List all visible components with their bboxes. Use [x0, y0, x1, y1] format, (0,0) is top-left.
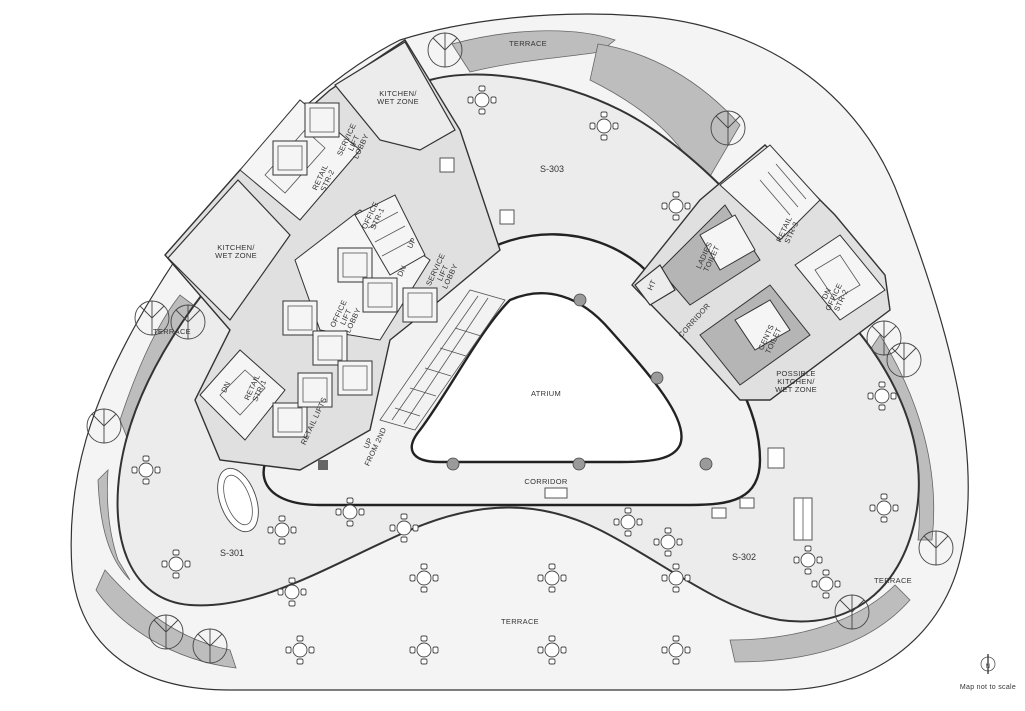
- label-kitchen-right-3: WET ZONE: [775, 385, 817, 394]
- office-str2-stair: [794, 234, 886, 321]
- corridor-bench: [544, 487, 568, 499]
- label-kitchen-left-1: KITCHEN/: [217, 243, 255, 252]
- label-corridor-bottom: CORRIDOR: [524, 477, 568, 486]
- label-kitchen-top-2: WET ZONE: [377, 97, 419, 106]
- scale-note: Map not to scale: [960, 684, 1016, 691]
- label-up: UP: [405, 236, 418, 250]
- label-s302: S-302: [732, 552, 756, 562]
- label-kitchen-left-2: WET ZONE: [215, 251, 257, 260]
- long-table: [793, 497, 813, 541]
- core-right: [631, 144, 891, 401]
- oval-table: [217, 467, 259, 533]
- label-dn-1: DN: [219, 380, 232, 394]
- label-kitchen-top-1: KITCHEN/: [379, 89, 417, 98]
- label-kitchen-right-1: POSSIBLE: [776, 369, 816, 378]
- column: [650, 371, 664, 385]
- atrium-void: [410, 292, 683, 464]
- label-kitchen-right-2: KITCHEN/: [777, 377, 815, 386]
- shaft: [318, 460, 328, 470]
- label-terrace-left: TERRACE: [153, 327, 191, 336]
- label-terrace-top: TERRACE: [509, 39, 547, 48]
- label-up-from-2nd-a: UP: [362, 436, 375, 450]
- label-s301: S-301: [220, 548, 244, 558]
- label-ht: HT: [645, 278, 658, 292]
- label-office-str2-a: DN: [820, 286, 833, 300]
- column: [446, 457, 460, 471]
- label-dn-2: DN: [395, 264, 408, 278]
- retail-str3-stair: [719, 144, 821, 241]
- escalators: [379, 289, 506, 431]
- planter-left-low: [97, 468, 131, 581]
- label-s303: S-303: [540, 164, 564, 174]
- planter-top-right: [589, 43, 741, 186]
- planter-bottom-right: [729, 584, 911, 663]
- label-terrace-right: TERRACE: [874, 576, 912, 585]
- kitchen-left: [167, 179, 291, 321]
- north-label: N: [986, 664, 991, 670]
- column: [573, 293, 587, 307]
- ht-room: [634, 264, 676, 306]
- retail-str1-stair: [199, 349, 286, 441]
- office-str1-stair: [354, 194, 426, 276]
- planter-bottom-left: [95, 569, 237, 669]
- column: [699, 457, 713, 471]
- north-arrow: N: [980, 654, 996, 674]
- column: [572, 457, 586, 471]
- label-atrium: ATRIUM: [531, 389, 561, 398]
- label-terrace-bottom: TERRACE: [501, 617, 539, 626]
- kitchen-top: [334, 41, 456, 151]
